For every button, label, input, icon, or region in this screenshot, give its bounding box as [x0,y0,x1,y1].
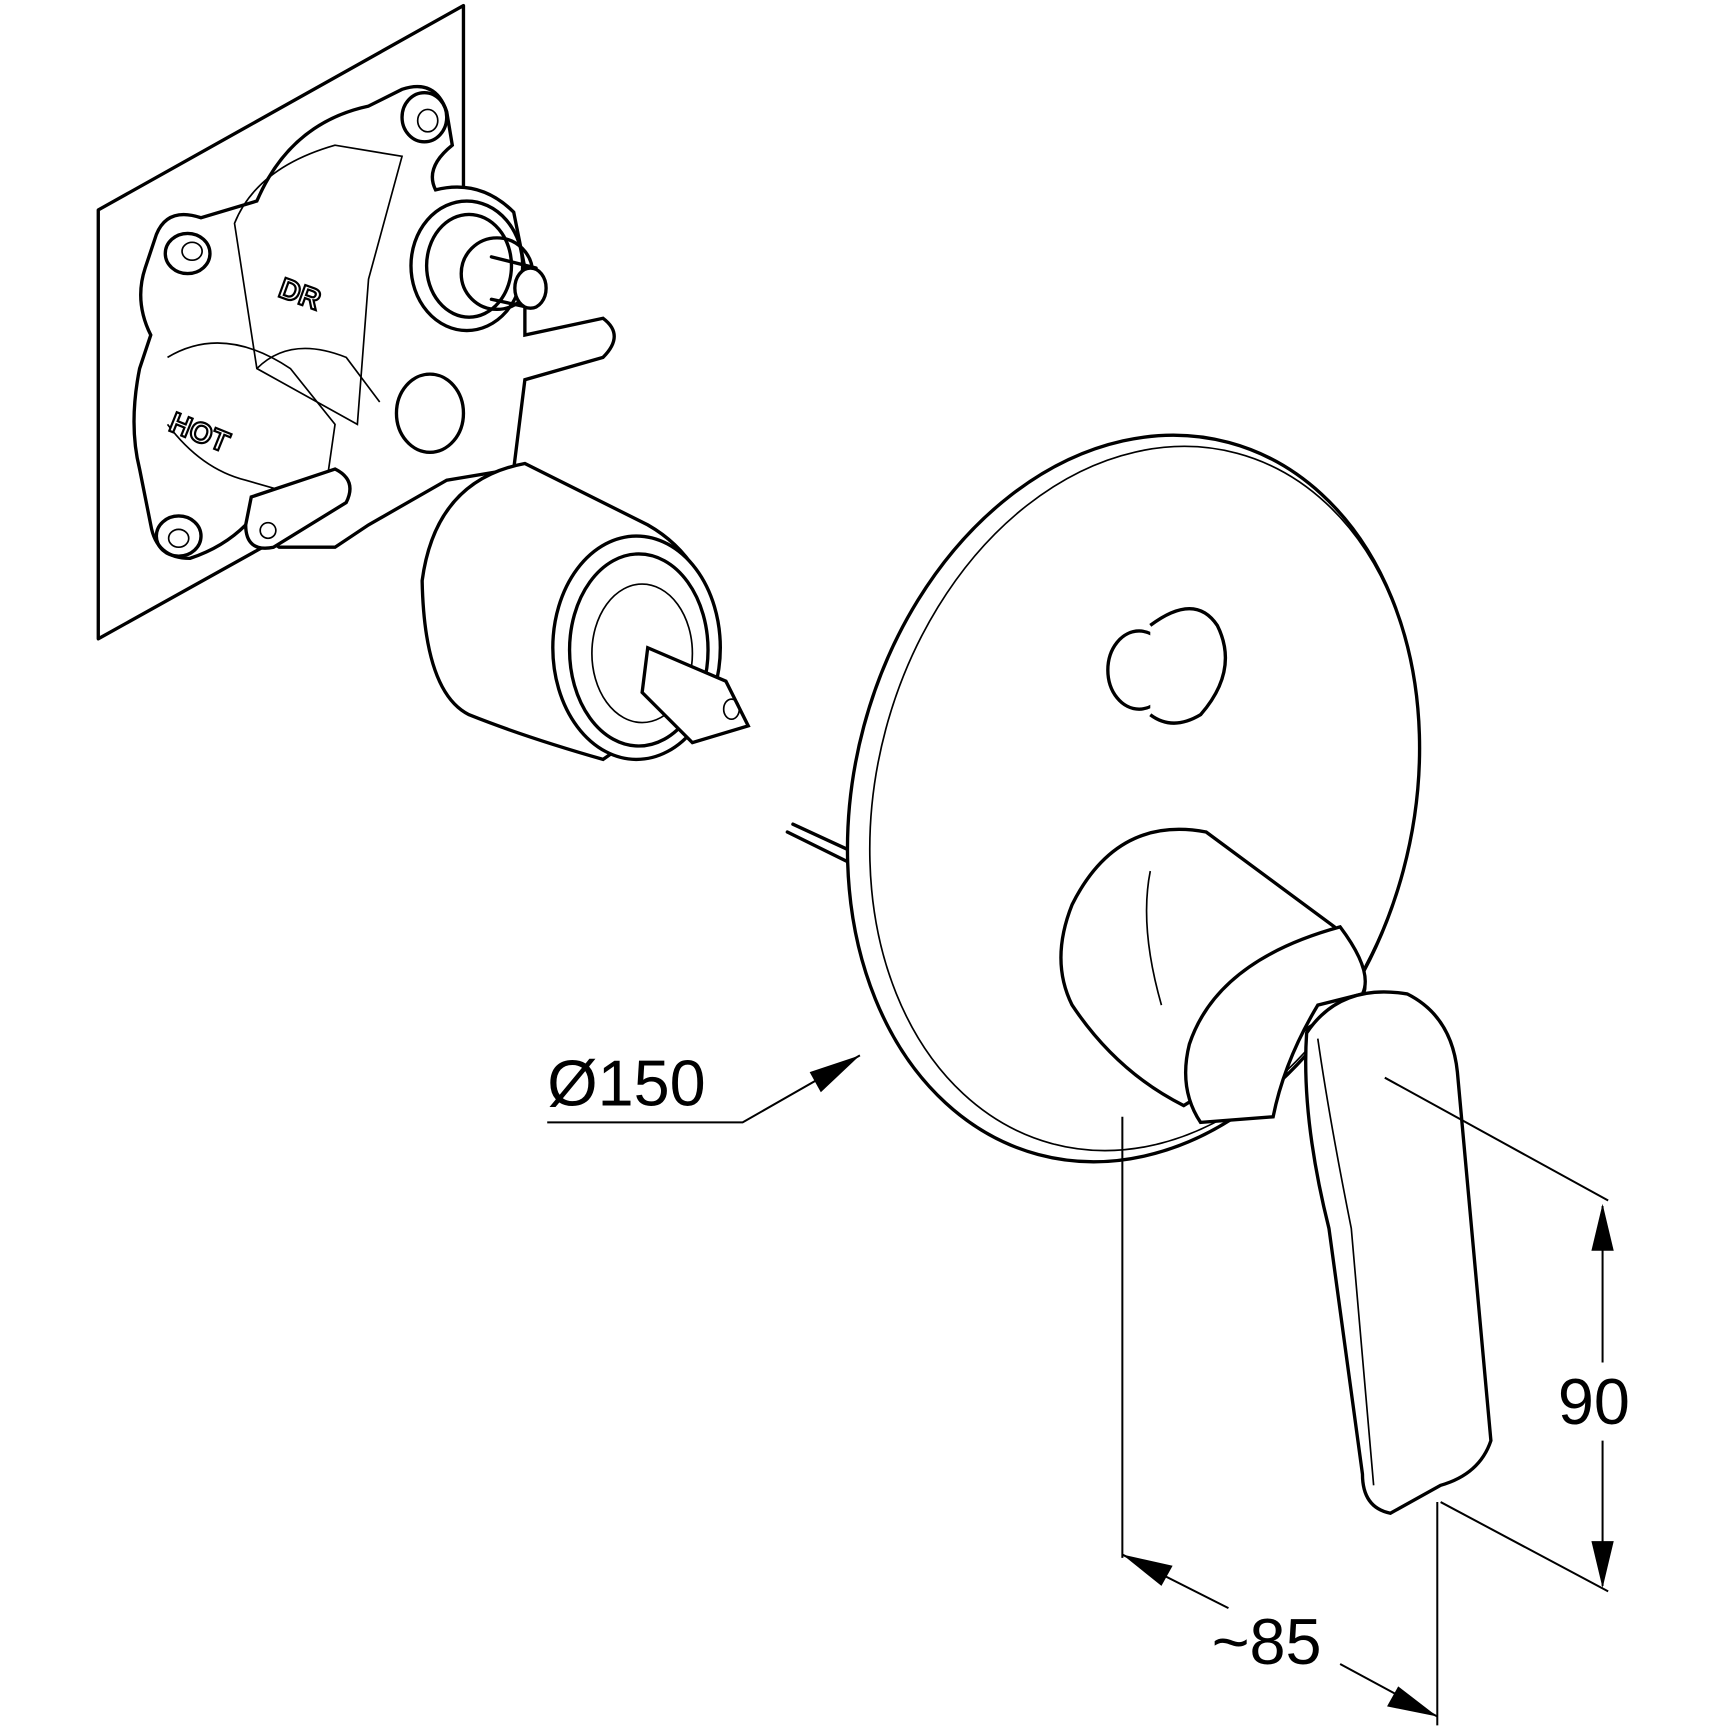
mounting-screw [154,514,203,558]
concealed-valve-body: DR HOT [132,84,616,561]
dimension-depth-label: ~85 [1212,1605,1322,1678]
dimension-depth: ~85 [1121,1116,1439,1726]
mounting-screw [163,231,212,276]
mounting-screw [400,91,449,144]
dimension-diameter: Ø150 [547,1047,861,1124]
cartridge-spindle [640,645,751,745]
dimension-height: 90 [1384,1076,1630,1593]
cartridge [420,461,751,762]
dimension-height-label: 90 [1558,1365,1630,1438]
mixer-handle [1059,827,1493,1515]
dimension-diameter-label: Ø150 [547,1047,705,1120]
